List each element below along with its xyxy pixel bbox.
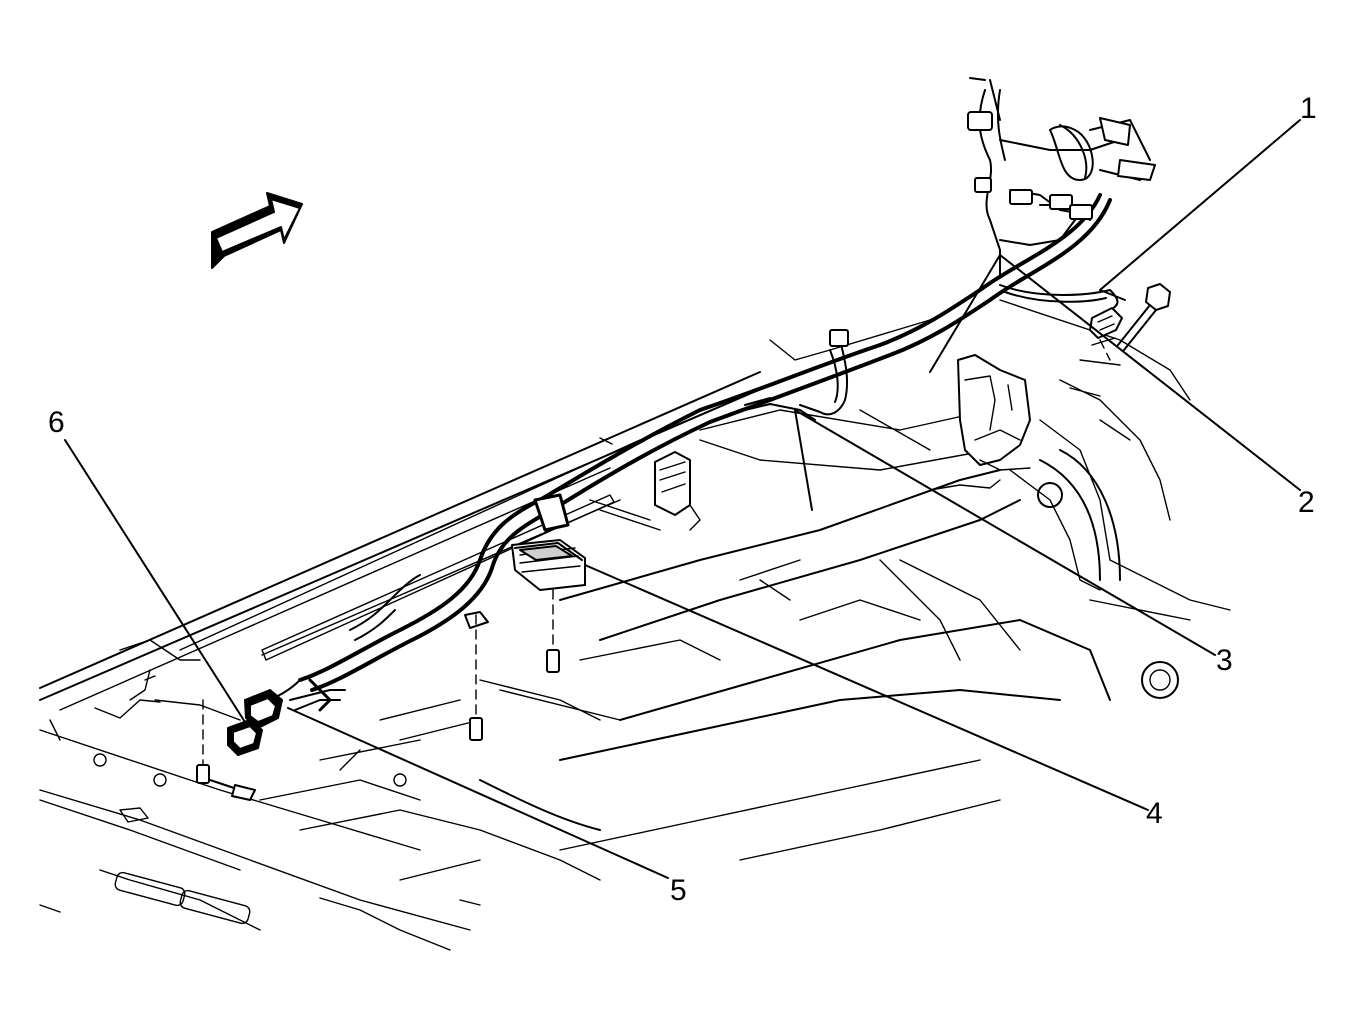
callout-labels: 1 2 3 4 5 6 [48,92,1317,907]
body-wiring-harness [269,77,1156,712]
callout-6-label: 6 [48,406,65,439]
callout-3-label: 3 [1216,644,1233,677]
bolt-icon [1089,283,1171,361]
callout-5-label: 5 [670,874,687,907]
harness-connector-5-6 [196,689,283,801]
callout-1-label: 1 [1300,92,1317,125]
harness-connector-4 [469,539,586,741]
forward-direction-arrow-icon [211,192,303,269]
vehicle-floor-pan [39,299,1231,951]
callout-4-label: 4 [1146,797,1163,830]
callout-2-label: 2 [1298,486,1315,519]
callout-leader-lines [64,119,1301,879]
